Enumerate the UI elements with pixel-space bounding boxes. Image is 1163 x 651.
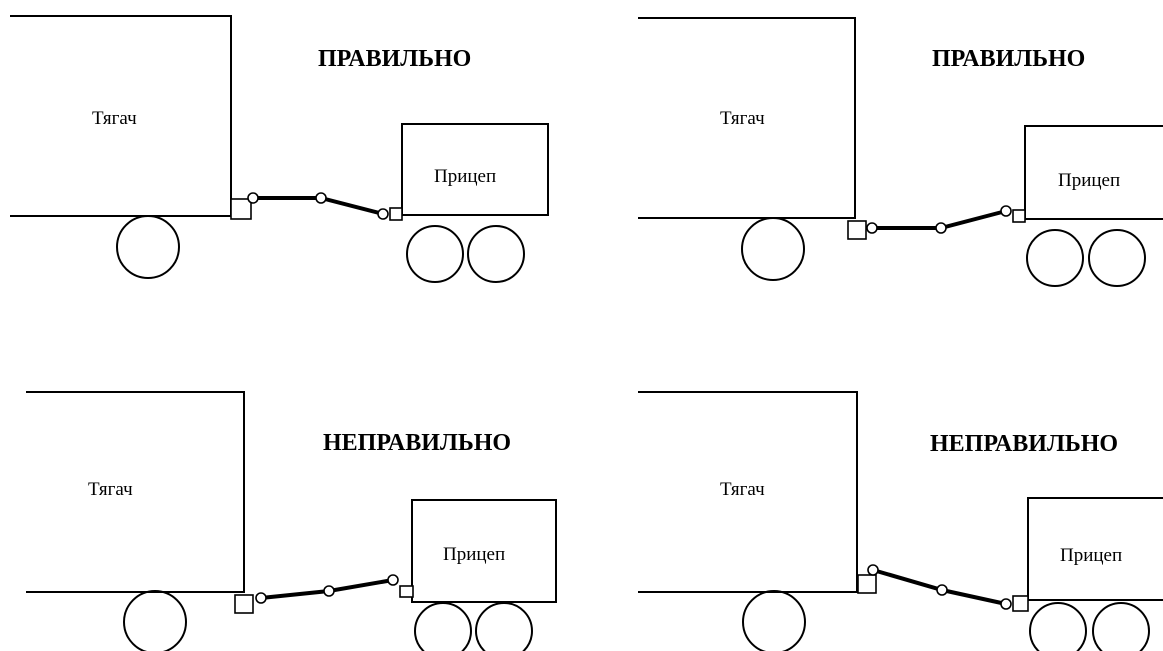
panel-incorrect-2: НЕПРАВИЛЬНО Тягач Прицеп: [638, 391, 1163, 651]
trailer-label: Прицеп: [434, 166, 496, 187]
tractor: Тягач: [26, 391, 245, 651]
trailer-body: [411, 499, 557, 603]
trailer-wheel-front: [1029, 602, 1087, 651]
tractor-label: Тягач: [88, 479, 133, 500]
trailer-wheel-rear: [1092, 602, 1150, 651]
coupling-drawbar: [857, 564, 1029, 612]
tractor-wheel: [741, 217, 805, 281]
tractor-body: [638, 391, 858, 593]
tractor-body: [26, 391, 245, 593]
coupling-drawbar: [847, 205, 1026, 240]
tractor-body: [638, 17, 856, 219]
tractor-hitch: [234, 594, 254, 614]
panel-correct-2: ПРАВИЛЬНО Тягач Прицеп: [638, 17, 1163, 287]
trailer-hitch: [389, 207, 403, 221]
trailer-body: [1027, 497, 1163, 601]
trailer-wheel-front: [414, 602, 472, 651]
tractor-label: Тягач: [720, 479, 765, 500]
panel-title: НЕПРАВИЛЬНО: [323, 430, 511, 456]
tractor-label: Тягач: [92, 108, 137, 129]
trailer: Прицеп: [1024, 125, 1163, 287]
tractor-hitch: [857, 574, 877, 594]
tractor: Тягач: [638, 17, 856, 281]
coupling-drawbar: [234, 574, 414, 614]
trailer-label: Прицеп: [443, 544, 505, 565]
tractor-wheel: [116, 215, 180, 279]
trailer-body: [401, 123, 549, 216]
panel-title: ПРАВИЛЬНО: [318, 46, 471, 72]
trailer-wheel-front: [1026, 229, 1084, 287]
drawbar-joint-front: [867, 564, 879, 576]
trailer: Прицеп: [1027, 497, 1163, 651]
trailer-wheel-rear: [467, 225, 525, 283]
tractor-body: [10, 15, 232, 217]
tractor-wheel: [742, 590, 806, 651]
tractor-label: Тягач: [720, 108, 765, 129]
panel-title: НЕПРАВИЛЬНО: [930, 431, 1118, 457]
trailer-wheel-front: [406, 225, 464, 283]
drawbar-joint-middle: [315, 192, 327, 204]
trailer: Прицеп: [411, 499, 557, 651]
trailer-hitch: [1012, 209, 1026, 223]
trailer-body: [1024, 125, 1163, 220]
trailer-label: Прицеп: [1058, 170, 1120, 191]
trailer-hitch: [1012, 595, 1029, 612]
trailer-hitch: [399, 585, 414, 598]
coupling-drawbar: [230, 192, 403, 221]
tractor-hitch: [847, 220, 867, 240]
drawbar-joint-rear: [1000, 205, 1012, 217]
tractor-hitch: [230, 198, 252, 220]
drawbar-joint-rear: [1000, 598, 1012, 610]
drawbar-joint-front: [866, 222, 878, 234]
drawbar-joint-middle: [323, 585, 335, 597]
drawbar-joint-middle: [936, 584, 948, 596]
drawbar-joint-front: [255, 592, 267, 604]
trailer-wheel-rear: [475, 602, 533, 651]
panel-correct-1: ПРАВИЛЬНО Тягач Прицеп: [10, 15, 549, 283]
panel-incorrect-1: НЕПРАВИЛЬНО Тягач Прицеп: [26, 391, 557, 651]
trailer-label: Прицеп: [1060, 545, 1122, 566]
trailer: Прицеп: [401, 123, 549, 283]
drawbar-joint-rear: [387, 574, 399, 586]
tractor-wheel: [123, 590, 187, 651]
tractor: Тягач: [638, 391, 858, 651]
drawbar-joint-rear: [377, 208, 389, 220]
drawbar-joint-middle: [935, 222, 947, 234]
tractor: Тягач: [10, 15, 232, 279]
trailer-wheel-rear: [1088, 229, 1146, 287]
drawbar-joint-front: [247, 192, 259, 204]
panel-title: ПРАВИЛЬНО: [932, 46, 1085, 72]
